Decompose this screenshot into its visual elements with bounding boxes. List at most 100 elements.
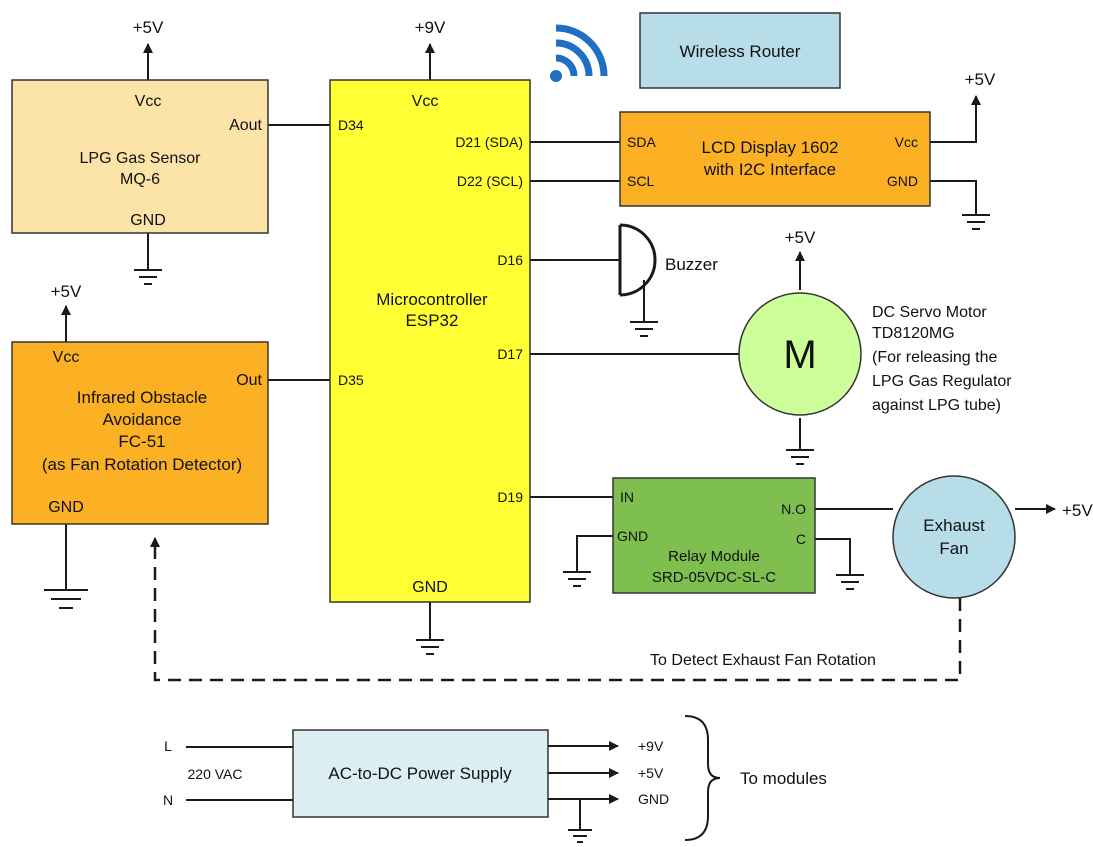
psu-box: [292, 729, 549, 818]
servo-desc-line5: against LPG tube): [872, 397, 1001, 414]
buzzer: Buzzer: [618, 223, 718, 297]
wire-lcd-vcc: [930, 105, 977, 143]
lcd-scl-label: SCL: [627, 173, 654, 189]
relay-name-line1: Relay Module: [668, 548, 760, 565]
mcu-pin-d22: D22 (SCL): [457, 173, 523, 189]
relay-box: [612, 477, 816, 594]
lcd-power-label: +5V: [965, 70, 996, 89]
ground-icon: [786, 449, 814, 465]
wireless-router: Wireless Router: [639, 12, 841, 89]
wifi-arc-1: [555, 54, 578, 77]
ir-sensor-name-line4: (as Fan Rotation Detector): [42, 455, 242, 474]
servo-power-label: +5V: [785, 228, 816, 247]
mcu-name-line2: ESP32: [406, 311, 459, 330]
relay-module: IN GND N.O C Relay Module SRD-05VDC-SL-C: [612, 477, 816, 594]
psu-input-voltage: 220 VAC: [188, 766, 243, 782]
exhaust-fan-line1: Exhaust: [923, 516, 985, 535]
gas-sensor-box: [11, 79, 269, 234]
servo-motor-circle: [738, 292, 862, 416]
ground-icon: [836, 574, 864, 590]
psu-out-5v-label: +5V: [638, 765, 664, 781]
mcu-gnd-label: GND: [412, 579, 448, 596]
servo-motor: M DC Servo Motor TD8120MG (For releasing…: [738, 228, 1012, 416]
mcu-vcc-label: Vcc: [412, 93, 439, 110]
ir-sensor-module: Vcc Out Infrared Obstacle Avoidance FC-5…: [11, 282, 269, 525]
mcu-pin-d21: D21 (SDA): [455, 134, 523, 150]
psu-out-9v-label: +9V: [638, 738, 664, 754]
ir-sensor-vcc-label: Vcc: [53, 349, 80, 366]
buzzer-label: Buzzer: [665, 255, 718, 274]
wire-relay-gnd: [576, 535, 613, 572]
servo-desc-line3: (For releasing the: [872, 349, 997, 366]
exhaust-fan-line2: Fan: [939, 539, 968, 558]
servo-desc-line2: TD8120MG: [872, 325, 955, 342]
exhaust-fan: Exhaust Fan +5V: [892, 475, 1093, 599]
gas-sensor-aout-label: Aout: [229, 117, 262, 134]
psu-outputs-brace: [684, 715, 721, 841]
wires: [61, 43, 1056, 640]
mcu-name-line1: Microcontroller: [376, 290, 488, 309]
gas-sensor-name-line2: MQ-6: [120, 171, 160, 188]
lcd-box: [619, 111, 931, 207]
psu-input-l: L: [164, 738, 172, 754]
gas-sensor-power-label: +5V: [133, 18, 164, 37]
exhaust-fan-circle: [892, 475, 1016, 599]
ir-sensor-name-line2: Avoidance: [102, 410, 181, 429]
router-box: [639, 12, 841, 89]
relay-no-label: N.O: [781, 501, 806, 517]
ground-icon: [134, 269, 162, 285]
router-label: Wireless Router: [680, 42, 801, 61]
mcu-pin-d19: D19: [497, 489, 523, 505]
ground-icon: [416, 639, 444, 655]
mcu-pin-d17: D17: [497, 346, 523, 362]
wire-lcd-gnd: [930, 180, 977, 215]
mcu-pin-d34: D34: [338, 117, 364, 133]
mcu-box: [329, 79, 531, 603]
ground-icon: [563, 571, 591, 587]
lcd-vcc-label: Vcc: [895, 134, 918, 150]
ir-sensor-gnd-label: GND: [48, 499, 84, 516]
ground-icon: [44, 589, 88, 609]
wire-relay-c: [815, 538, 851, 575]
gas-sensor-vcc-label: Vcc: [135, 93, 162, 110]
relay-in-label: IN: [620, 489, 634, 505]
psu-input-n: N: [163, 792, 173, 808]
psu-out-gnd-label: GND: [638, 791, 669, 807]
psu-to-modules-label: To modules: [740, 769, 827, 788]
wifi-icon: [550, 24, 608, 82]
ground-icon: [962, 214, 990, 230]
wifi-dot: [550, 70, 562, 82]
relay-gnd-label: GND: [617, 528, 648, 544]
ir-sensor-name-line3: FC-51: [118, 432, 165, 451]
gas-sensor-gnd-label: GND: [130, 212, 166, 229]
relay-c-label: C: [796, 531, 806, 547]
ground-icon: [630, 321, 658, 337]
lcd-display-module: SDA SCL Vcc GND LCD Display 1602 with I2…: [619, 70, 996, 207]
ground-icon: [568, 829, 592, 843]
relay-name-line2: SRD-05VDC-SL-C: [652, 569, 776, 586]
lcd-name-line1: LCD Display 1602: [701, 138, 838, 157]
feedback-dashed-path: [153, 545, 962, 682]
lcd-sda-label: SDA: [627, 134, 656, 150]
lcd-name-line2: with I2C Interface: [703, 160, 836, 179]
power-supply: AC-to-DC Power Supply L N 220 VAC +9V +5…: [163, 715, 827, 841]
mcu-power-label: +9V: [415, 18, 446, 37]
gas-sensor-name-line1: LPG Gas Sensor: [80, 150, 202, 167]
servo-desc-line4: LPG Gas Regulator: [872, 373, 1012, 390]
fan-power-label: +5V: [1062, 501, 1093, 520]
microcontroller-module: Vcc D34 D35 D21 (SDA) D22 (SCL) D16 D17 …: [329, 18, 531, 603]
buzzer-symbol: [618, 223, 657, 297]
ir-sensor-name-line1: Infrared Obstacle: [77, 388, 207, 407]
ir-sensor-box: [11, 341, 269, 525]
psu-label: AC-to-DC Power Supply: [328, 764, 512, 783]
gas-sensor-module: Vcc Aout LPG Gas Sensor MQ-6 GND +5V: [11, 18, 269, 234]
feedback-label: To Detect Exhaust Fan Rotation: [650, 652, 876, 669]
ir-sensor-out-label: Out: [236, 372, 262, 389]
mcu-pin-d35: D35: [338, 372, 364, 388]
mcu-pin-d16: D16: [497, 252, 523, 268]
servo-motor-symbol: M: [783, 333, 816, 377]
ir-sensor-power-label: +5V: [51, 282, 82, 301]
lcd-gnd-label: GND: [887, 173, 918, 189]
